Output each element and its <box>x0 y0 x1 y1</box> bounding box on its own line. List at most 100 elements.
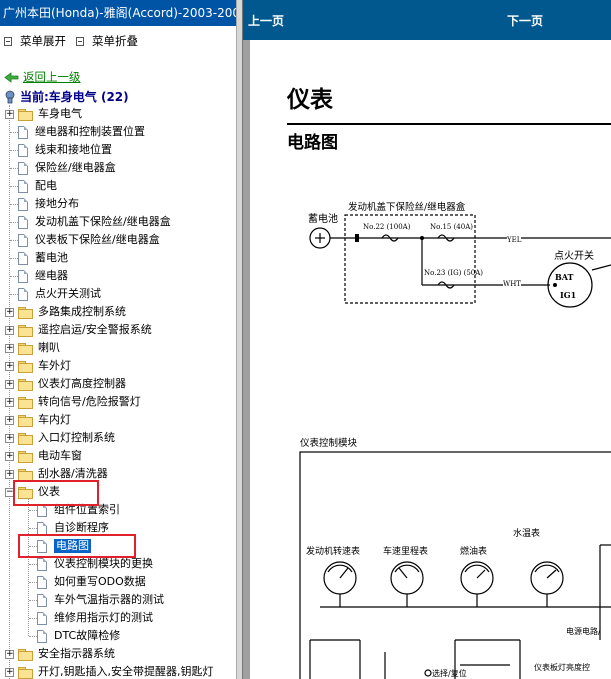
tree-guide-line <box>29 546 37 547</box>
tree-item[interactable]: 车外气温指示器的测试 <box>37 591 164 609</box>
tree-guide-line <box>10 294 18 295</box>
tree-item[interactable]: 继电器 <box>18 267 68 285</box>
tree-item[interactable]: 仪表板下保险丝/继电器盒 <box>18 231 160 249</box>
tree-item-label: 继电器和控制装置位置 <box>35 125 145 138</box>
tree-item[interactable]: 维修用指示灯的测试 <box>37 609 153 627</box>
tree-guide-line <box>10 258 18 259</box>
tree-item[interactable]: 发动机盖下保险丝/继电器盒 <box>18 213 171 231</box>
open-folder-icon <box>18 486 33 499</box>
next-page-button[interactable]: 下一页 <box>507 14 544 28</box>
wire1-label: YEL <box>507 236 522 244</box>
tree-item-label: 蓄电池 <box>35 251 68 264</box>
tree-item-label: 组件位置索引 <box>54 503 120 516</box>
document-icon <box>18 161 28 175</box>
tree-item[interactable]: 入口灯控制系统 <box>18 429 115 447</box>
expand-node-icon[interactable]: + <box>5 667 14 677</box>
app-title: 广州本田(Honda)-雅阁(Accord)-2003-2006 <box>0 0 236 26</box>
prev-page-button[interactable]: 上一页 <box>248 14 285 28</box>
document-icon <box>37 539 47 553</box>
tree-guide-line <box>10 222 18 223</box>
expand-node-icon[interactable]: + <box>5 109 14 119</box>
back-arrow-icon <box>4 71 19 83</box>
tree-item[interactable]: 车身电气 <box>18 105 82 123</box>
document-icon <box>37 611 47 625</box>
tree-item[interactable]: 转向信号/危险报警灯 <box>18 393 141 411</box>
tree-item[interactable]: 遥控启运/安全警报系统 <box>18 321 152 339</box>
tree-item[interactable]: 接地分布 <box>18 195 79 213</box>
pane-splitter[interactable] <box>236 0 243 679</box>
navigation-pane: 广州本田(Honda)-雅阁(Accord)-2003-2006 菜单展开 菜单… <box>0 0 236 679</box>
module-label: 仪表控制模块 <box>300 438 358 449</box>
tree-item[interactable]: 安全指示器系统 <box>18 645 115 663</box>
expand-node-icon[interactable]: + <box>5 397 14 407</box>
expand-all-button[interactable]: 菜单展开 <box>4 33 66 49</box>
location-icon <box>5 90 15 103</box>
tree-item[interactable]: 刮水器/清洗器 <box>18 465 108 483</box>
tree-item[interactable]: 多路集成控制系统 <box>18 303 126 321</box>
expand-node-icon[interactable]: + <box>5 379 14 389</box>
module-outline <box>299 451 611 679</box>
tree-item-label: 配电 <box>35 179 57 192</box>
tree-item[interactable]: 蓄电池 <box>18 249 68 267</box>
tree-item-label: 自诊断程序 <box>54 521 109 534</box>
tree-item[interactable]: 喇叭 <box>18 339 60 357</box>
tree-item[interactable]: 仪表灯高度控制器 <box>18 375 126 393</box>
document-icon <box>18 215 28 229</box>
tree-item-label: 仪表灯高度控制器 <box>38 377 126 390</box>
fuse-box-outline <box>344 214 476 304</box>
tree-item[interactable]: 继电器和控制装置位置 <box>18 123 145 141</box>
tree-item-label: 入口灯控制系统 <box>38 431 115 444</box>
tree-item-label: 仪表板下保险丝/继电器盒 <box>35 233 160 246</box>
expand-node-icon[interactable]: + <box>5 451 14 461</box>
page-nav-bar: 上一页 下一页 <box>243 0 611 40</box>
tree-item[interactable]: 仪表 <box>18 483 60 501</box>
tree-guide-line <box>29 636 37 637</box>
tree-item-label: 车身电气 <box>38 107 82 120</box>
tree-item[interactable]: DTC故障检修 <box>37 627 120 645</box>
back-link[interactable]: 返回上一级 <box>4 69 81 85</box>
fuse1-label: No.22 (100A) <box>363 223 411 231</box>
expand-node-icon[interactable]: + <box>5 433 14 443</box>
expand-node-icon[interactable]: + <box>5 469 14 479</box>
document-title: 仪表 <box>287 86 333 113</box>
tree-item[interactable]: 保险丝/继电器盒 <box>18 159 116 177</box>
tree-guide-line <box>29 582 37 583</box>
tree-item-label: 车内灯 <box>38 413 71 426</box>
folder-icon <box>18 468 33 481</box>
folder-icon <box>18 324 33 337</box>
tree-item[interactable]: 电路图 <box>37 537 91 555</box>
speedo-label: 车速里程表 <box>383 547 429 557</box>
folder-icon <box>18 108 33 121</box>
tree-item[interactable]: 开灯,钥匙插入,安全带提醒器,钥匙灯 <box>18 663 214 679</box>
expand-node-icon[interactable]: + <box>5 307 14 317</box>
expand-node-icon[interactable]: + <box>5 325 14 335</box>
tree-item[interactable]: 线束和接地位置 <box>18 141 112 159</box>
fuse3-label: No.23 (IG) (50A) <box>424 269 484 277</box>
tree-item[interactable]: 仪表控制模块的更换 <box>37 555 153 573</box>
expand-node-icon[interactable]: + <box>5 361 14 371</box>
expand-node-icon[interactable]: + <box>5 415 14 425</box>
tree-guide-line <box>10 168 18 169</box>
title-divider <box>287 123 611 125</box>
tree-item[interactable]: 自诊断程序 <box>37 519 109 537</box>
select-reset-label: 选择/复位 <box>432 669 467 678</box>
tree-item[interactable]: 配电 <box>18 177 57 195</box>
document-icon <box>18 269 28 283</box>
tree-item[interactable]: 如何重写ODO数据 <box>37 573 146 591</box>
document-icon <box>37 557 47 571</box>
tree-item[interactable]: 车内灯 <box>18 411 71 429</box>
tree-item-label: 仪表控制模块的更换 <box>54 557 153 570</box>
collapse-all-label: 菜单折叠 <box>92 34 138 48</box>
tree-guide-line <box>29 528 37 529</box>
tree-guide-line <box>29 600 37 601</box>
document-icon <box>18 125 28 139</box>
tree-item[interactable]: 车外灯 <box>18 357 71 375</box>
highlight-box <box>18 534 136 558</box>
expand-node-icon[interactable]: + <box>5 649 14 659</box>
tree-guide-line <box>28 497 29 636</box>
document-icon <box>37 593 47 607</box>
collapse-all-button[interactable]: 菜单折叠 <box>76 33 138 49</box>
tree-item[interactable]: 电动车窗 <box>18 447 82 465</box>
expand-node-icon[interactable]: + <box>5 343 14 353</box>
tree-item[interactable]: 点火开关测试 <box>18 285 101 303</box>
